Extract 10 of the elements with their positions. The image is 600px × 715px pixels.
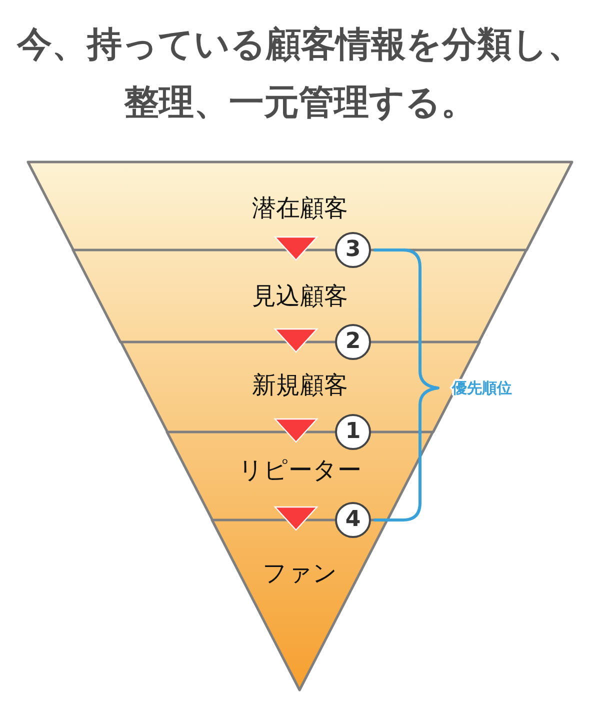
title: 今、持っている顧客情報を分類し、整理、一元管理する。: [16, 24, 584, 125]
stage-label: ファン: [262, 559, 338, 587]
down-arrow: [274, 506, 318, 531]
stage-label: リピーター: [238, 456, 362, 484]
stage-label: 見込顧客: [252, 282, 348, 310]
stage-label: 新規顧客: [252, 371, 348, 399]
down-arrow: [274, 418, 318, 443]
down-arrow: [274, 328, 318, 353]
down-arrow: [274, 236, 318, 261]
stage-label: 潜在顧客: [252, 194, 348, 222]
